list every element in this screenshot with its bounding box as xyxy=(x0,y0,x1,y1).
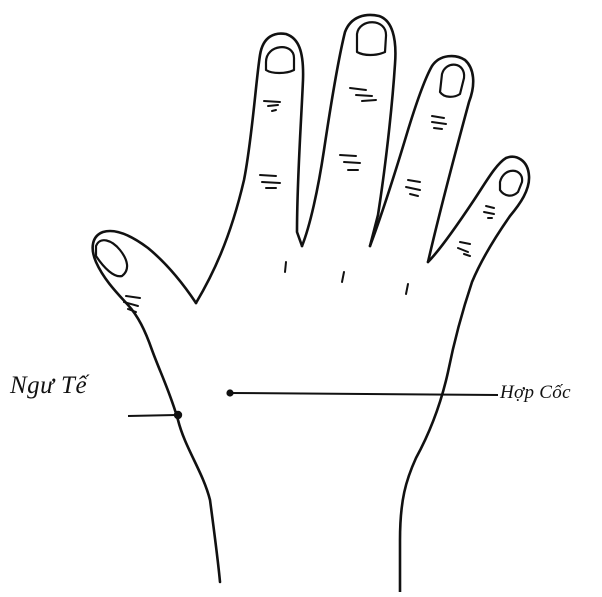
ngu-te-point xyxy=(174,411,182,419)
ngu-te-label: Ngư Tế xyxy=(10,372,87,400)
hop-coc-label: Hợp Cốc xyxy=(500,382,571,404)
ring-fingernail xyxy=(440,65,464,97)
hop-coc-point xyxy=(226,389,233,396)
hop-coc-pointer xyxy=(226,389,498,396)
index-fingernail xyxy=(266,47,294,73)
index-finger-outline xyxy=(196,34,303,303)
ngu-te-pointer xyxy=(128,411,182,419)
thumb-outline xyxy=(93,231,220,582)
little-finger-outline xyxy=(400,157,529,592)
middle-fingernail xyxy=(357,22,386,55)
little-fingernail xyxy=(500,171,522,196)
